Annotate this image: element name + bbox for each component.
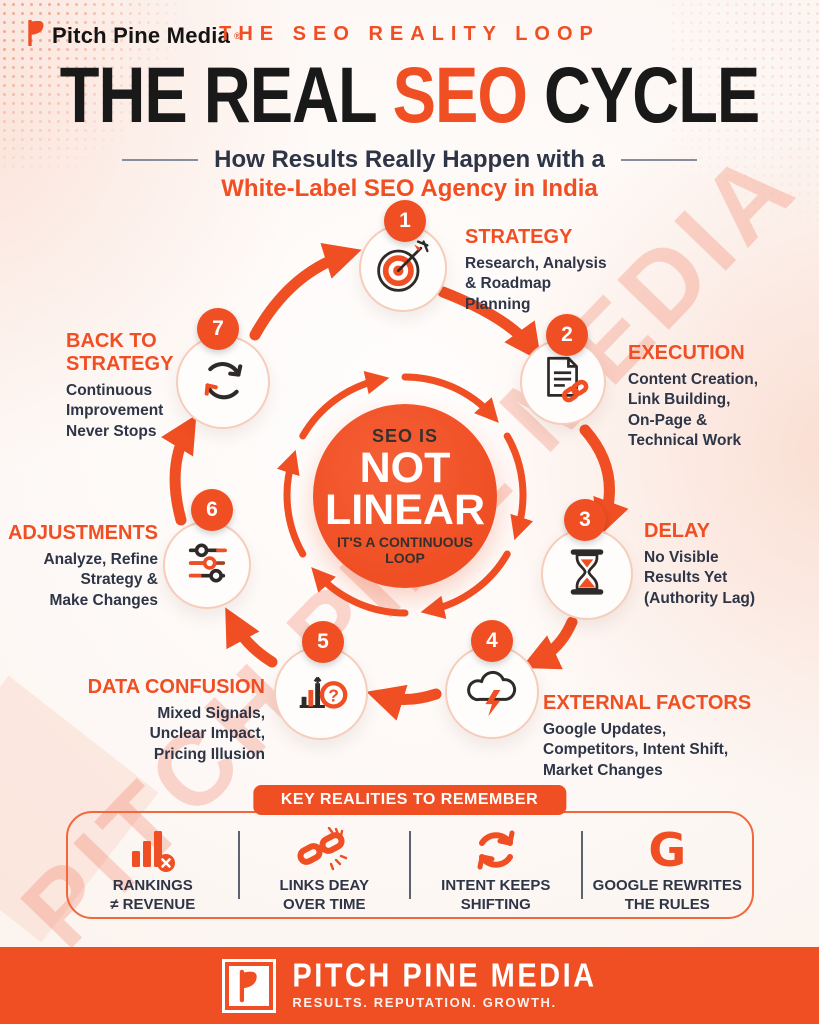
page-title: THE REAL SEO CYCLE	[59, 49, 761, 139]
reality-item-google: G GOOGLE REWRITES THE RULES	[583, 813, 753, 917]
chart-question-icon: ?	[290, 660, 352, 727]
reality-label: INTENT KEEPS SHIFTING	[441, 877, 551, 913]
step-description: Research, Analysis & Roadmap Planning	[465, 255, 607, 313]
step-title: EXECUTION	[628, 342, 745, 364]
broken-link-icon	[296, 825, 352, 873]
target-dart-icon	[373, 236, 433, 301]
flag-p-icon	[229, 965, 270, 1006]
step-title: ADJUSTMENTS	[7, 522, 158, 544]
center-bottom-text: IT'S A CONTINUOUS LOOP	[336, 534, 474, 567]
reality-label: GOOGLE REWRITES THE RULES	[592, 877, 742, 913]
step-number-badge: 4	[471, 620, 513, 662]
subtitle-right-dash	[620, 159, 697, 161]
step-node-strategy	[359, 224, 447, 312]
step-title: DATA CONFUSION	[87, 676, 265, 698]
bar-chart-x-icon	[126, 825, 180, 873]
reality-item-intent: INTENT KEEPS SHIFTING	[411, 813, 581, 917]
center-message-circle: SEO IS NOT LINEAR IT'S A CONTINUOUS LOOP	[313, 404, 497, 588]
step-description: Continuous Improvement Never Stops	[66, 382, 164, 440]
step-number-badge: 3	[564, 499, 606, 541]
step-description: Content Creation, Link Building, On-Page…	[628, 371, 759, 450]
step-label-data-confusion: DATA CONFUSION Mixed Signals, Unclear Im…	[45, 676, 265, 765]
kicker-heading: THE SEO REALITY LOOP	[219, 23, 600, 45]
step-node-delay	[541, 528, 633, 620]
step-description: Analyze, Refine Strategy & Make Changes	[43, 551, 158, 609]
center-main-text-1: NOT	[359, 443, 451, 492]
divider	[409, 831, 411, 899]
refresh-arrows-icon	[472, 825, 520, 873]
google-g-icon: G	[648, 823, 687, 878]
reality-item-rankings: RANKINGS ≠ REVENUE	[68, 813, 238, 917]
sliders-icon	[178, 534, 236, 597]
step-label-strategy: STRATEGY Research, Analysis & Roadmap Pl…	[465, 226, 655, 315]
subtitle-left-dash	[122, 159, 199, 161]
subtitle-row: How Results Really Happen with a	[0, 146, 819, 174]
key-realities-box: RANKINGS ≠ REVENUE LINKS DEAY OVER TIME	[66, 811, 754, 919]
subtitle-line1: How Results Really Happen with a	[214, 146, 605, 173]
registered-mark: ®	[234, 30, 241, 41]
footer-brand-name: PITCH PINE MEDIA	[292, 957, 597, 995]
key-realities-heading: KEY REALITIES TO REMEMBER	[252, 785, 567, 815]
step-number-badge: 6	[191, 489, 233, 531]
step-label-delay: DELAY No Visible Results Yet (Authority …	[644, 520, 809, 609]
step-number-badge: 1	[384, 200, 426, 242]
reality-label: RANKINGS ≠ REVENUE	[110, 877, 196, 913]
brand-logo-text: Pitch Pine Media	[52, 22, 231, 48]
document-link-icon	[534, 351, 592, 414]
reality-item-links: LINKS DEAY OVER TIME	[240, 813, 410, 917]
step-node-adjustments	[163, 521, 251, 609]
center-top-text: SEO IS	[371, 425, 439, 446]
storm-cloud-icon	[462, 660, 522, 725]
footer-text-block: PITCH PINE MEDIA RESULTS. REPUTATION. GR…	[292, 957, 597, 1011]
step-description: Mixed Signals, Unclear Impact, Pricing I…	[149, 705, 265, 763]
step-title: STRATEGY	[465, 226, 573, 248]
step-label-back-to-strategy: BACK TO STRATEGY Continuous Improvement …	[66, 330, 196, 442]
step-description: No Visible Results Yet (Authority Lag)	[644, 549, 756, 607]
cycle-arrows-icon	[194, 351, 252, 414]
step-title: BACK TO STRATEGY	[66, 330, 174, 375]
svg-text:?: ?	[328, 685, 339, 705]
footer-logo-frame	[222, 958, 277, 1013]
step-number-badge: 7	[197, 308, 239, 350]
title-highlight: SEO	[392, 49, 528, 139]
step-label-execution: EXECUTION Content Creation, Link Buildin…	[628, 342, 803, 452]
reality-label: LINKS DEAY OVER TIME	[279, 877, 369, 913]
step-label-external-factors: EXTERNAL FACTORS Google Updates, Competi…	[543, 692, 778, 781]
step-description: Google Updates, Competitors, Intent Shif…	[543, 721, 729, 779]
center-main-text-2: LINEAR	[324, 485, 486, 534]
flag-p-icon	[26, 19, 48, 51]
step-title: EXTERNAL FACTORS	[543, 692, 752, 714]
hourglass-icon	[558, 543, 616, 606]
brand-logo: Pitch Pine Media ®	[26, 19, 241, 51]
step-number-badge: 2	[546, 314, 588, 356]
step-number-badge: 5	[302, 621, 344, 663]
footer-tagline: RESULTS. REPUTATION. GROWTH.	[292, 995, 557, 1011]
divider	[580, 831, 583, 899]
step-node-back-to-strategy	[176, 335, 270, 429]
step-title: DELAY	[644, 520, 710, 542]
subtitle-line2: White-Label SEO Agency in India	[221, 175, 598, 202]
halftone-dots-top-right	[669, 0, 819, 260]
step-label-adjustments: ADJUSTMENTS Analyze, Refine Strategy & M…	[0, 522, 158, 611]
footer-band: PITCH PINE MEDIA RESULTS. REPUTATION. GR…	[0, 947, 819, 1024]
divider	[237, 831, 240, 899]
